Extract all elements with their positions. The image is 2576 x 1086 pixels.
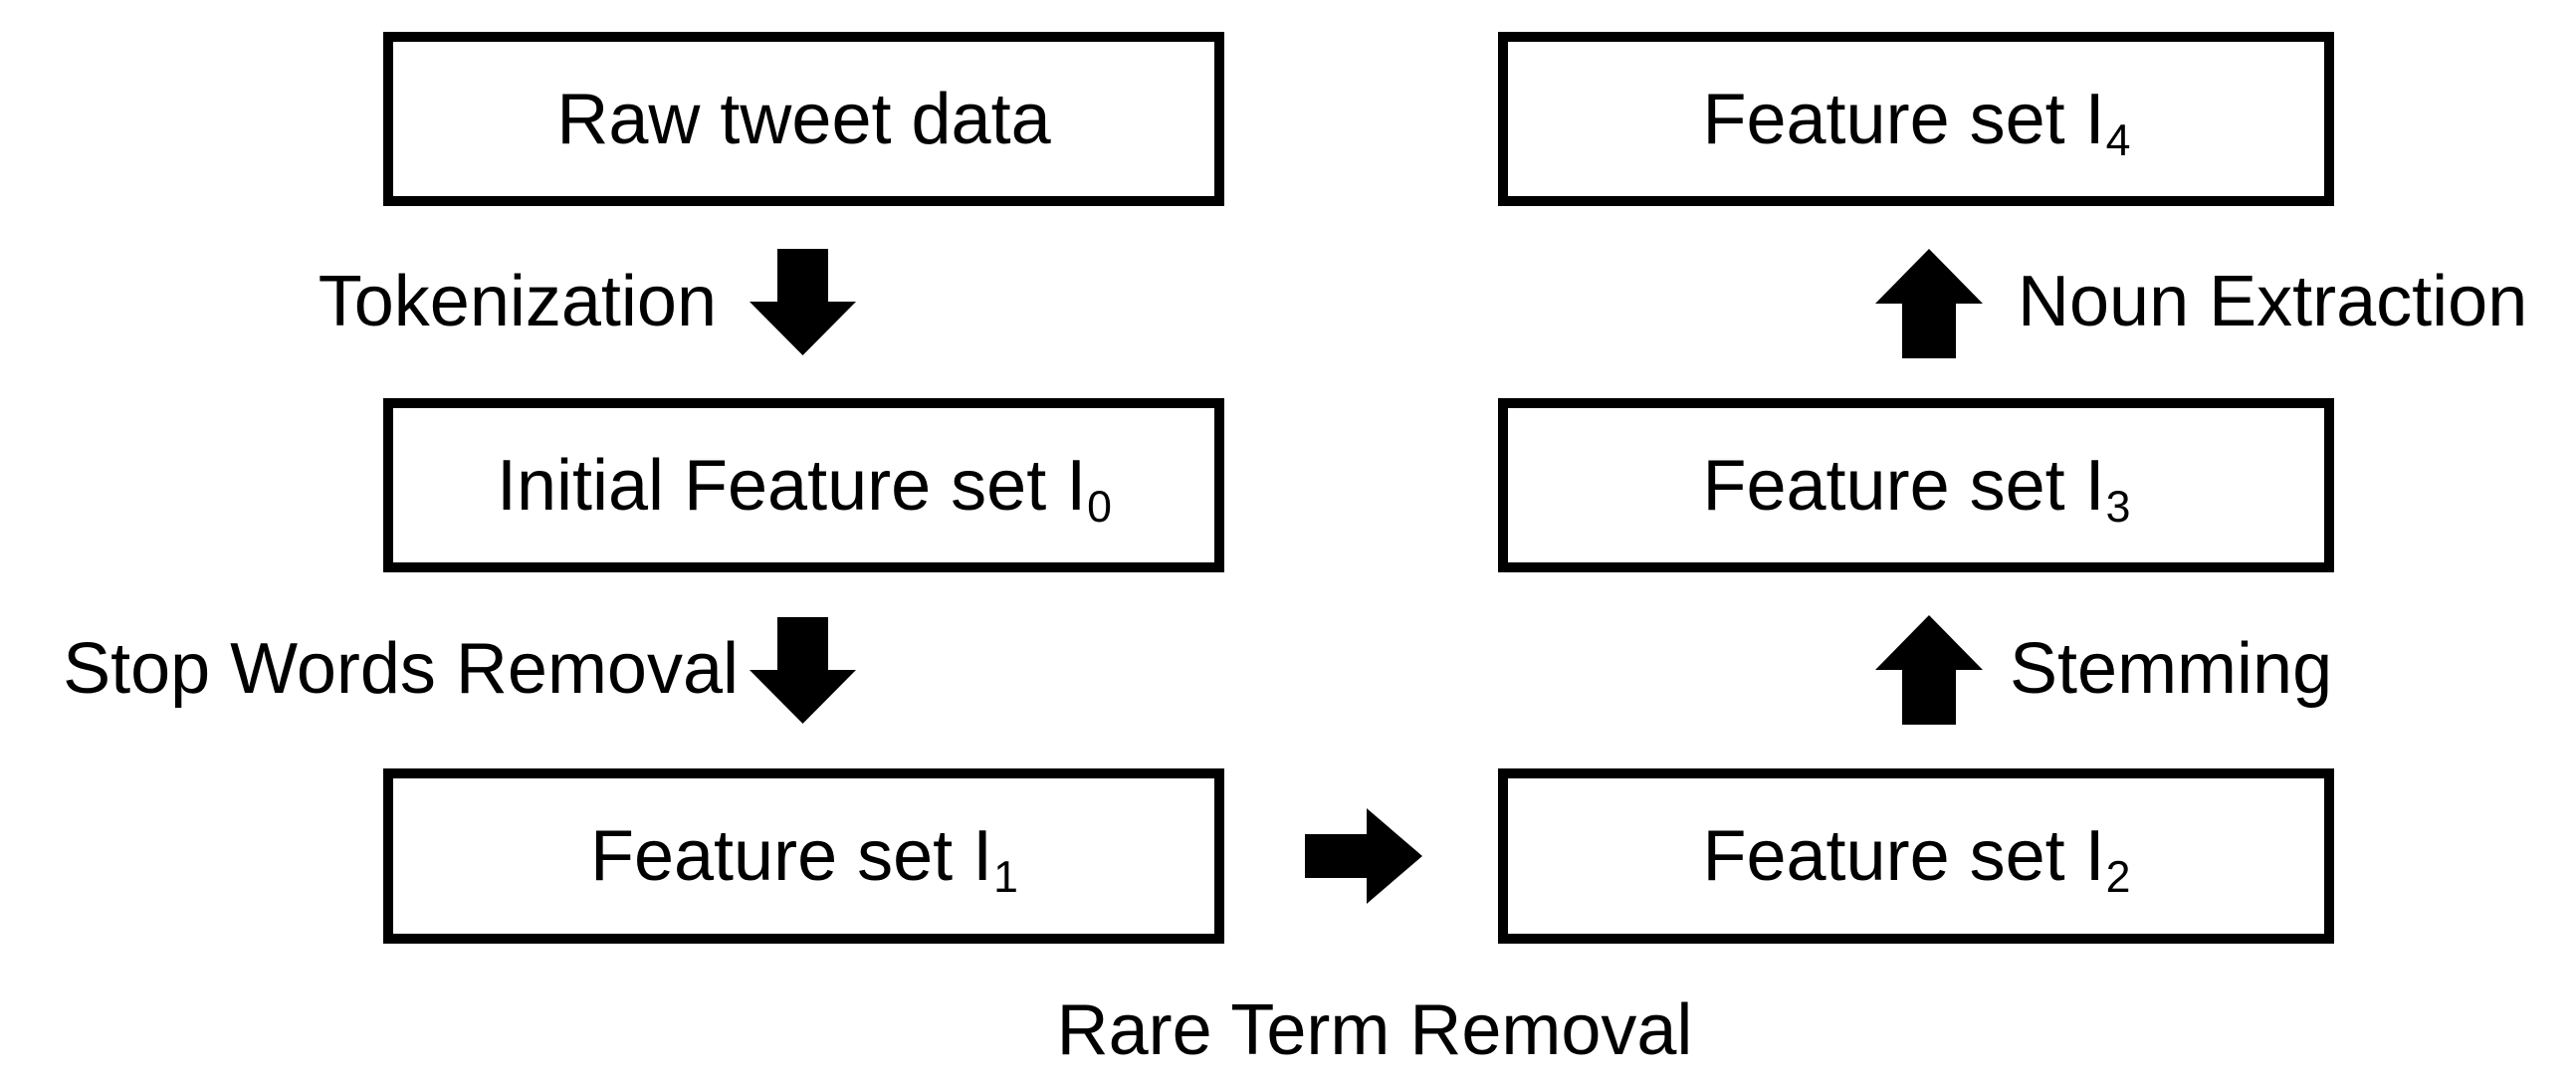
box-feature-set-i1: Feature set I1: [383, 768, 1224, 944]
label-stemming: Stemming: [2010, 629, 2333, 709]
box-initial-feature-set-i0: Initial Feature set I0: [383, 398, 1224, 572]
box-label-text: Feature set I: [1702, 816, 2105, 896]
box-label-text: Raw tweet data: [556, 79, 1051, 159]
box-label-text: Feature set I: [589, 816, 993, 896]
box-raw-tweet-data: Raw tweet data: [383, 32, 1224, 206]
box-label-text: Feature set I: [1702, 79, 2105, 159]
tokenization-down-arrow-icon: [750, 249, 856, 355]
box-feature-set-i4: Feature set I4: [1498, 32, 2334, 206]
box-feature-set-i2: Feature set I2: [1498, 768, 2334, 944]
label-noun-extraction: Noun Extraction: [2018, 262, 2528, 341]
box-feature-set-i3-label: Feature set I3: [1702, 450, 2130, 530]
box-initial-feature-set-i0-label: Initial Feature set I0: [497, 450, 1112, 530]
box-raw-tweet-data-label: Raw tweet data: [556, 84, 1050, 155]
rare-term-removal-right-arrow-icon: [1305, 808, 1422, 904]
label-rare-term-removal: Rare Term Removal: [1056, 990, 1693, 1070]
box-feature-set-i3: Feature set I3: [1498, 398, 2334, 572]
label-tokenization: Tokenization: [318, 262, 717, 341]
box-feature-set-i4-label: Feature set I4: [1702, 84, 2130, 163]
box-label-subscript: 0: [1087, 482, 1112, 532]
box-label-text: Initial Feature set I: [496, 445, 1087, 526]
box-feature-set-i1-label: Feature set I1: [590, 820, 1018, 900]
noun-extraction-up-arrow-icon: [1875, 249, 1983, 358]
box-feature-set-i2-label: Feature set I2: [1702, 820, 2130, 900]
box-label-text: Feature set I: [1702, 445, 2105, 526]
label-stop-words-removal: Stop Words Removal: [63, 629, 739, 709]
box-label-subscript: 4: [2105, 115, 2131, 165]
box-label-subscript: 2: [2105, 853, 2131, 903]
stop-words-removal-down-arrow-icon: [750, 617, 856, 724]
box-label-subscript: 3: [2105, 482, 2131, 532]
stemming-up-arrow-icon: [1875, 615, 1983, 725]
box-label-subscript: 1: [993, 853, 1018, 903]
